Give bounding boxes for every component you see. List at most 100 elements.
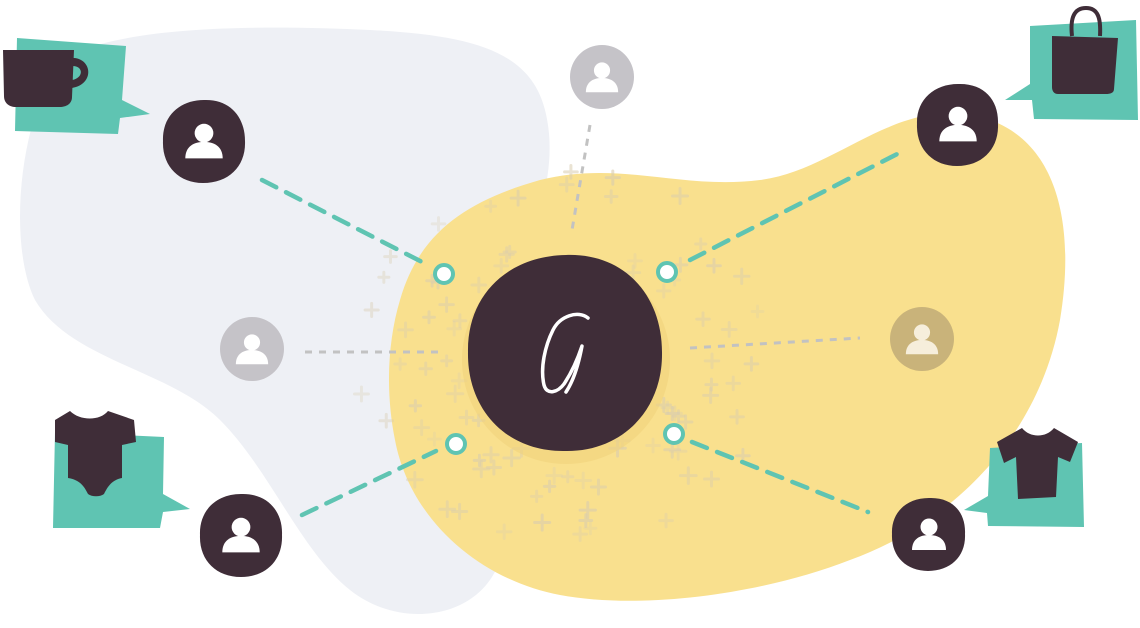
sparkle-cross	[408, 399, 423, 413]
sparkle-cross	[440, 354, 454, 368]
sparkle-cross	[446, 320, 463, 337]
product-bubble-bottom-right	[964, 428, 1084, 527]
sparkle-cross	[574, 471, 593, 490]
sparkle-cross	[393, 357, 407, 371]
sparkle-cross	[694, 237, 708, 251]
sparkle-cross	[750, 304, 765, 319]
sparkle-cross	[502, 448, 521, 468]
inactive-connections	[305, 124, 861, 354]
sparkle-cross	[422, 310, 436, 325]
sparkle-cross	[450, 372, 468, 390]
sparkle-cross	[378, 412, 395, 429]
sparkle-cross	[583, 521, 598, 536]
sparkle-cross	[695, 311, 711, 327]
sparkle-texture	[352, 164, 765, 542]
sparkle-cross	[413, 419, 431, 437]
node-ring-top-right	[656, 261, 678, 283]
sparkle-cross	[743, 356, 760, 372]
shopping-bag-icon	[1052, 5, 1118, 94]
sparkle-cross	[482, 446, 500, 464]
inactive-user-left-middle[interactable]	[220, 317, 284, 381]
node-ring-bottom-left	[445, 433, 467, 455]
sparkle-cross	[438, 500, 457, 519]
node-ring-top-left	[433, 263, 455, 285]
sparkle-cross	[452, 313, 468, 329]
sparkle-cross	[383, 249, 398, 264]
active-user-bottom-right[interactable]	[891, 497, 966, 571]
sparkle-cross	[498, 246, 515, 263]
sparkle-cross	[572, 526, 589, 542]
sparkle-cross	[706, 257, 722, 274]
active-connections	[259, 147, 908, 518]
sparkle-cross	[603, 189, 619, 204]
sparkle-cross	[445, 384, 465, 403]
sparkle-cross	[677, 414, 694, 430]
sparkle-cross	[363, 301, 380, 319]
sparkle-cross	[561, 470, 575, 484]
sparkle-cross	[430, 216, 447, 232]
sparkle-cross	[397, 321, 414, 339]
connection-line-bottom-left	[299, 448, 439, 518]
inactive-user-top-center[interactable]	[570, 45, 634, 109]
sparkle-cross	[450, 502, 469, 521]
onesie-icon	[55, 411, 136, 497]
sparkle-cross	[604, 169, 621, 186]
sparkle-cross	[377, 270, 391, 284]
sparkle-cross	[578, 513, 594, 528]
sparkle-cross	[558, 176, 575, 193]
inactive-user-right-middle[interactable]	[890, 307, 954, 371]
product-bubble-bottom-left	[53, 411, 190, 528]
connection-line-right-middle	[689, 336, 861, 350]
sparkle-cross	[509, 189, 527, 207]
connection-line-top-right	[687, 147, 908, 263]
active-user-top-left[interactable]	[162, 99, 246, 183]
mug-icon	[3, 50, 89, 107]
sparkle-cross	[664, 405, 680, 422]
sparkle-cross	[656, 283, 672, 299]
sparkle-cross	[405, 470, 424, 489]
sparkle-cross	[418, 361, 433, 376]
sparkle-cross	[732, 267, 751, 286]
connection-line-bottom-right	[689, 439, 871, 515]
sparkle-cross	[470, 276, 488, 294]
sparkle-cross	[529, 489, 544, 504]
sparkle-cross	[502, 244, 517, 260]
connection-line-top-center	[570, 124, 592, 231]
sparkle-cross	[458, 409, 475, 426]
sparkle-cross	[542, 479, 557, 494]
active-user-top-right[interactable]	[916, 83, 999, 166]
sparkle-cross	[703, 352, 721, 370]
sparkle-cross	[678, 466, 698, 486]
sparkle-cross	[533, 513, 552, 532]
sparkle-cross	[472, 453, 487, 468]
product-bubble-top-left	[3, 38, 150, 134]
sparkle-cross	[672, 256, 689, 273]
connection-line-top-left	[259, 177, 425, 265]
hub-circle	[467, 254, 663, 452]
sparkle-cross	[625, 264, 642, 281]
sparkle-cross	[484, 199, 498, 213]
node-ring-bottom-right	[663, 423, 685, 445]
connection-nodes	[433, 261, 685, 455]
yellow-blob	[388, 113, 1066, 601]
sparkle-cross	[472, 459, 491, 479]
active-user-bottom-left[interactable]	[199, 493, 283, 577]
sparkle-cross	[729, 409, 745, 425]
sparkle-cross	[725, 375, 742, 392]
sparkle-cross	[545, 466, 563, 485]
sparkle-cross	[438, 296, 455, 313]
sparkle-cross	[627, 252, 643, 269]
sparkle-cross	[645, 437, 661, 454]
sparkle-cross	[702, 386, 720, 404]
product-bubble-top-right	[1005, 5, 1138, 120]
sparkle-cross	[485, 459, 503, 476]
sparkle-cross	[658, 512, 674, 529]
sparkle-cross	[563, 164, 579, 180]
tshirt-icon	[997, 428, 1078, 499]
sparkle-cross	[352, 385, 370, 403]
sparkle-cross	[704, 377, 719, 392]
hub	[462, 254, 670, 464]
sparkle-cross	[495, 523, 513, 541]
script-g-logo	[540, 312, 590, 394]
